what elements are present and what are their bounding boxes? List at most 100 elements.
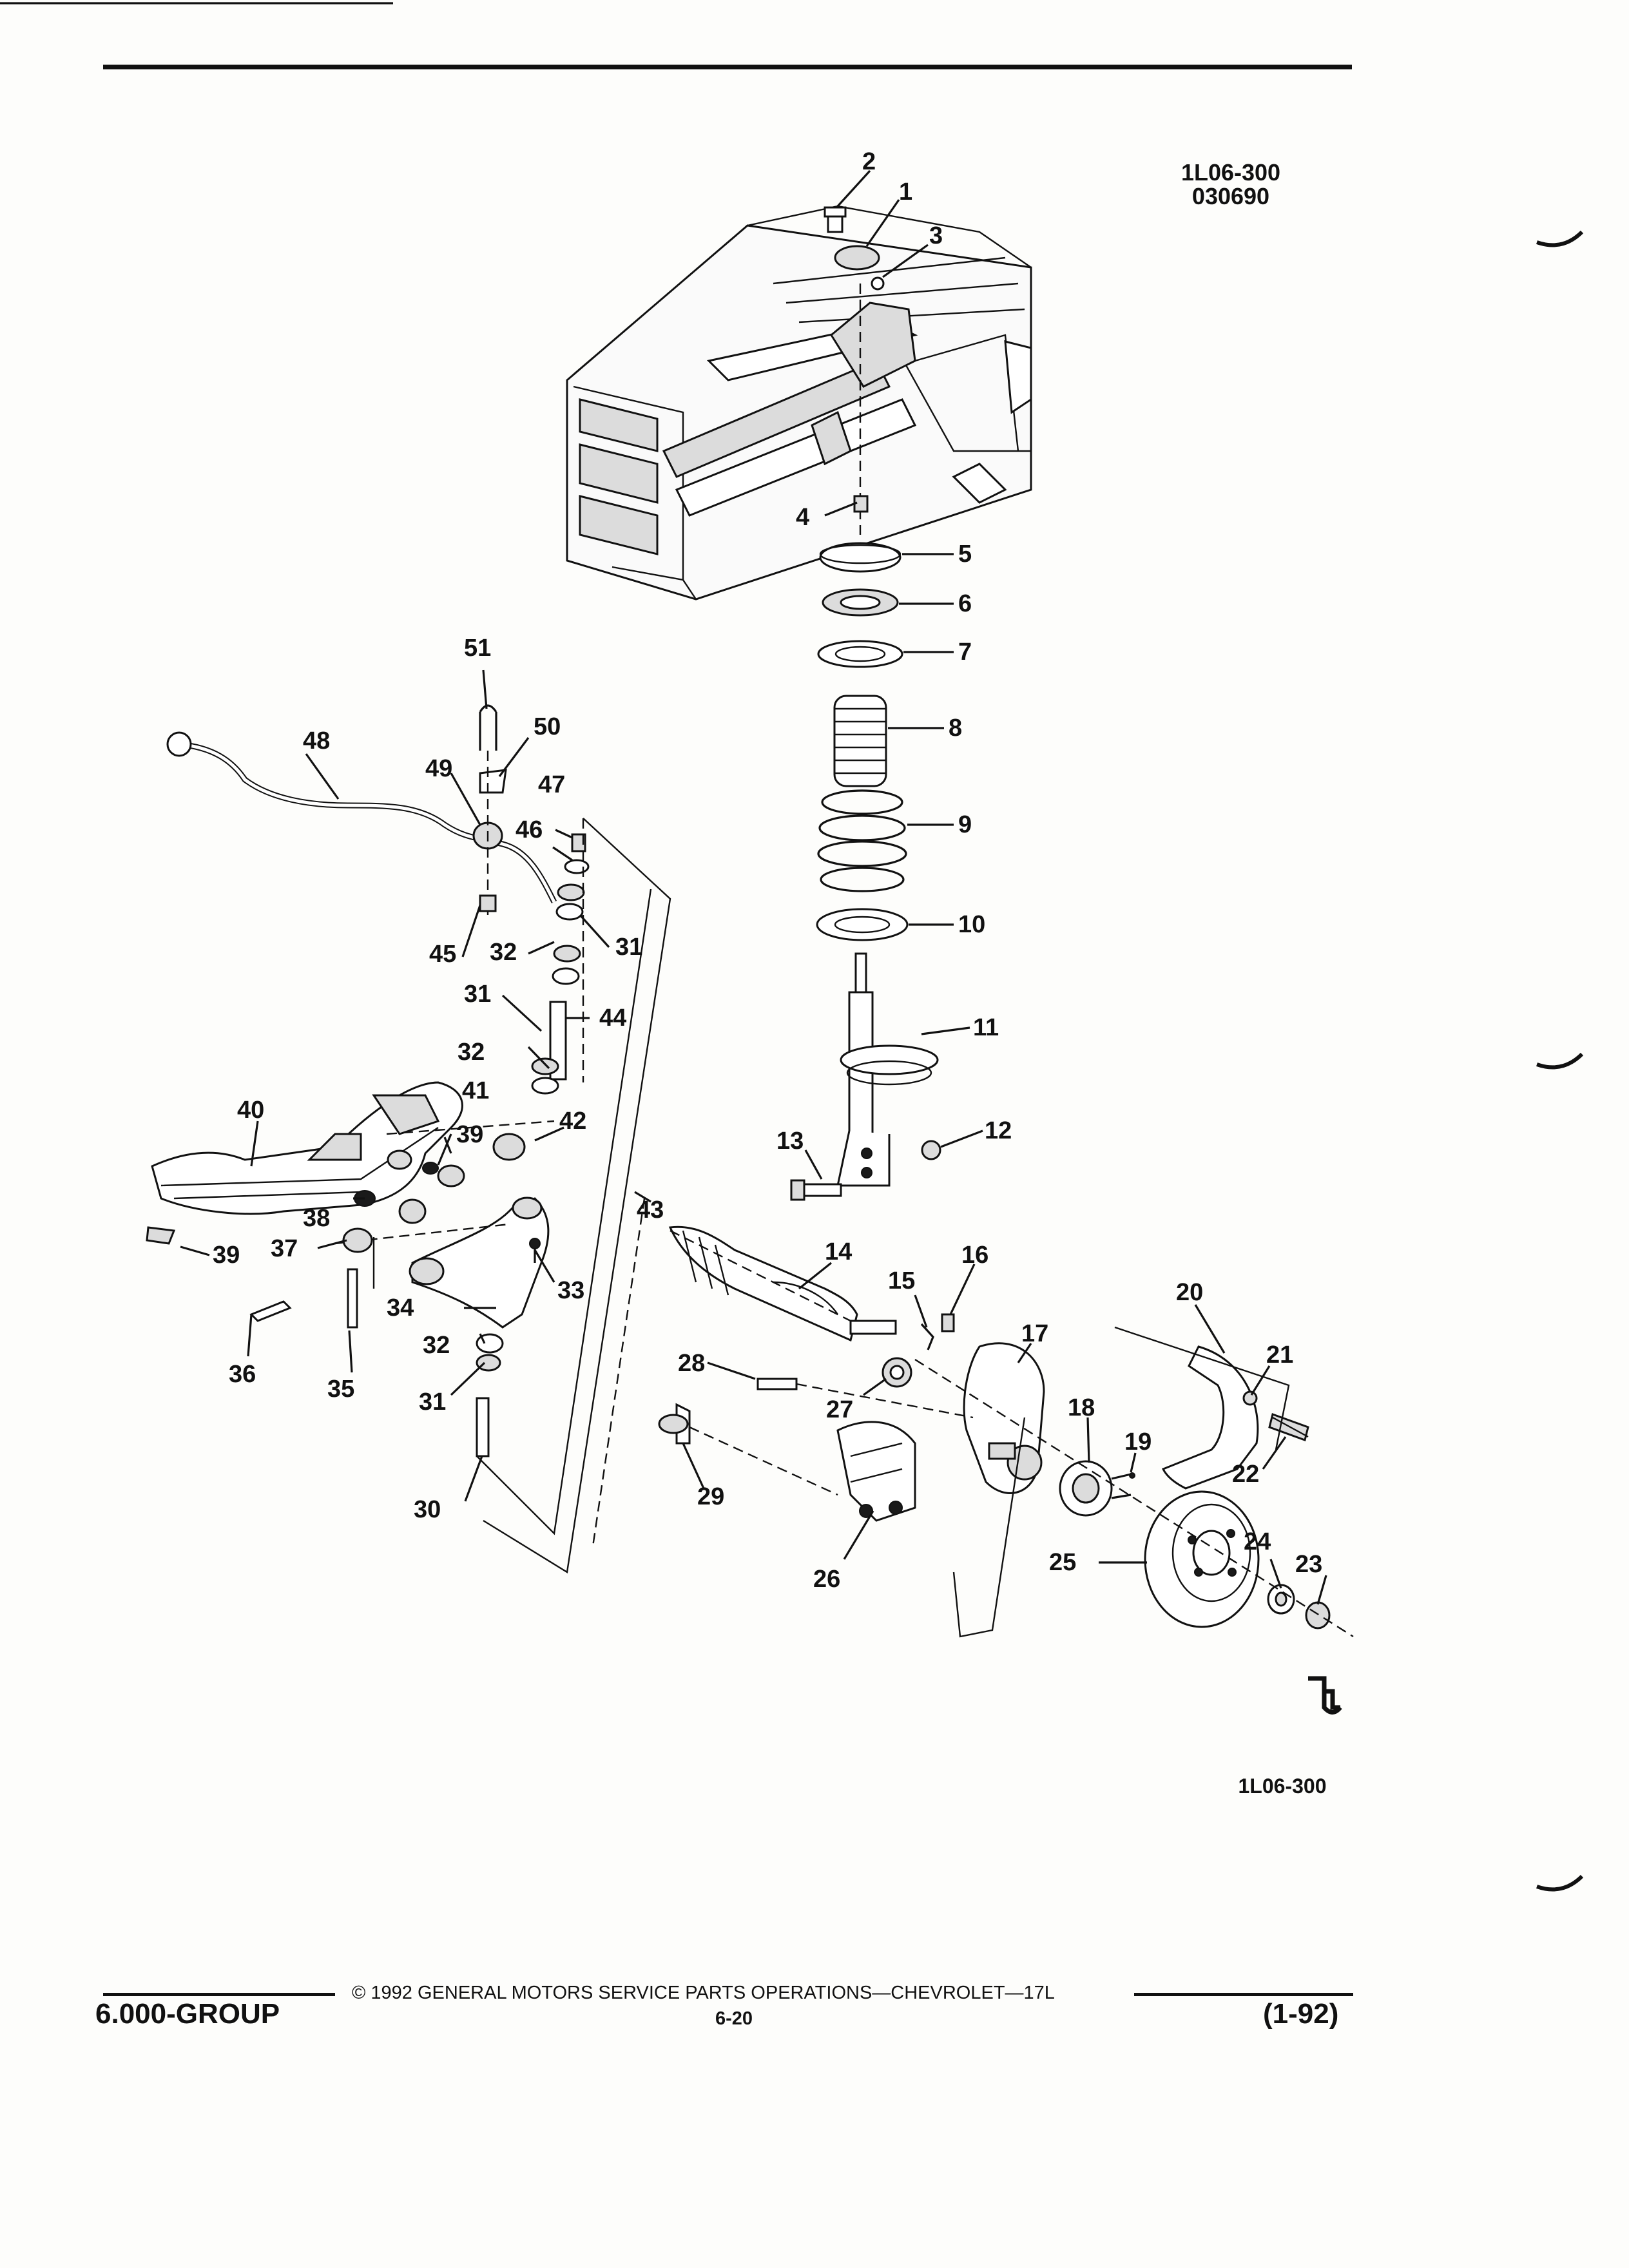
- binder-mark-1: [1536, 230, 1584, 247]
- body-structure-drawing: [566, 205, 1032, 601]
- callout-number: 25: [1049, 1549, 1076, 1576]
- knuckle-hub-brake: [658, 1313, 1354, 1638]
- part-21-nut: [1242, 1390, 1258, 1406]
- part-15-pin: [920, 1323, 934, 1350]
- footer-revision: (1-92): [1263, 1998, 1339, 2030]
- callout-number: 12: [985, 1117, 1012, 1144]
- callout-number: 48: [303, 727, 330, 754]
- callout-number: 11: [973, 1014, 999, 1041]
- diagram-date-code: 030690: [1191, 183, 1270, 209]
- part-19-stud: [1129, 1472, 1135, 1479]
- callout-number: 31: [464, 981, 491, 1008]
- part-37-bushing: [342, 1227, 373, 1253]
- callout-number: 7: [958, 639, 972, 666]
- callout-number: 42: [559, 1108, 586, 1135]
- callout-number: 1: [899, 178, 912, 206]
- diagram-code: 1L06-300: [1181, 159, 1281, 186]
- callout-number: 17: [1021, 1320, 1048, 1347]
- part-1-mount-cap: [834, 245, 880, 271]
- callout-number: 19: [1124, 1428, 1152, 1456]
- part-5-mount: [819, 542, 901, 573]
- callout-number: 2: [862, 148, 876, 175]
- callout-number: 45: [429, 941, 456, 968]
- callout-number: 15: [888, 1267, 915, 1294]
- callout-number: 18: [1068, 1394, 1095, 1421]
- callout-number: 3: [929, 222, 943, 249]
- callout-number: 34: [387, 1294, 414, 1321]
- part-16-nut: [941, 1313, 955, 1332]
- part-14-drive-axle: [668, 1225, 897, 1342]
- diagram-caption: 1L06-300: [1238, 1774, 1327, 1798]
- part-51-u-bolt: [479, 704, 497, 751]
- callout-number: 16: [961, 1242, 988, 1269]
- part-48-washer: [564, 859, 590, 874]
- part-36-bolt: [249, 1300, 292, 1322]
- footer-page-number: 6-20: [715, 2008, 753, 2029]
- callout-number: 40: [237, 1097, 264, 1124]
- part-8-bumper: [833, 695, 887, 787]
- callout-number: 41: [462, 1077, 489, 1104]
- callout-number: 30: [414, 1496, 441, 1523]
- part-12-nut: [921, 1140, 941, 1160]
- part-30-bolt: [476, 1397, 490, 1457]
- part-35-bolt: [347, 1268, 358, 1329]
- part-26-caliper: [836, 1421, 916, 1522]
- part-28-bolt: [757, 1378, 798, 1390]
- callout-number: 47: [538, 771, 565, 798]
- part-3-nut: [871, 276, 885, 291]
- callout-number: 44: [599, 1004, 626, 1032]
- callout-number: 35: [327, 1376, 354, 1403]
- part-33-bolt: [529, 1238, 541, 1249]
- part-42-bushing: [492, 1133, 526, 1161]
- callout-number: 20: [1176, 1279, 1203, 1306]
- callout-number: 29: [697, 1483, 724, 1510]
- callout-number: 43: [637, 1196, 664, 1224]
- part-40-cradle: [151, 1081, 463, 1215]
- stabilizer-assembly: [166, 704, 671, 1573]
- callout-number: 31: [615, 934, 642, 961]
- callout-number: 10: [958, 911, 985, 938]
- footer-copyright: © 1992 GENERAL MOTORS SERVICE PARTS OPER…: [352, 1983, 1055, 2003]
- footer-rule-right: [1134, 1993, 1353, 1996]
- part-39-bolt: [146, 1226, 176, 1245]
- callout-number: 21: [1266, 1341, 1293, 1369]
- part-20-shield: [1161, 1345, 1259, 1490]
- part-13-bolt: [790, 1179, 842, 1201]
- footer-rule-left: [103, 1993, 335, 1996]
- part-23-nut: [1305, 1601, 1331, 1629]
- callout-number: 8: [949, 715, 962, 742]
- callout-number: 49: [425, 755, 452, 782]
- callout-number: 32: [490, 939, 517, 966]
- part-9-spring: [817, 789, 907, 892]
- footer-group: 6.000-GROUP: [95, 1998, 280, 2030]
- part-11-strut: [836, 952, 939, 1187]
- callout-number: 22: [1232, 1461, 1259, 1488]
- callout-number: 32: [458, 1039, 485, 1066]
- callout-number: 28: [678, 1350, 705, 1377]
- callout-number: 46: [516, 816, 543, 843]
- part-10-insulator: [816, 908, 909, 941]
- callout-number: 36: [229, 1361, 256, 1388]
- assembly-bracket-lines: [483, 818, 671, 1573]
- callout-number: 27: [826, 1396, 853, 1423]
- callout-number: 14: [825, 1238, 852, 1265]
- part-41-washer: [387, 1149, 412, 1170]
- callout-number: 32: [423, 1332, 450, 1359]
- callout-number: 33: [557, 1277, 584, 1304]
- callout-number: 31: [419, 1389, 446, 1416]
- strut-assembly: [790, 284, 941, 1201]
- callout-number: 38: [303, 1205, 330, 1232]
- callout-number: 5: [958, 541, 972, 568]
- cradle-and-control-arm: [146, 889, 652, 1547]
- part-45-nut: [479, 894, 497, 912]
- callout-number: 24: [1244, 1528, 1271, 1555]
- binder-mark-3: [1536, 1874, 1584, 1892]
- part-49-nut: [571, 833, 586, 852]
- callout-number: 13: [776, 1128, 804, 1155]
- gm-logo-mark: [1308, 1676, 1342, 1715]
- callout-number: 6: [958, 590, 972, 617]
- part-7-insulator: [817, 640, 903, 668]
- part-34-control-arm: [411, 1197, 550, 1329]
- callout-number: 26: [813, 1566, 840, 1593]
